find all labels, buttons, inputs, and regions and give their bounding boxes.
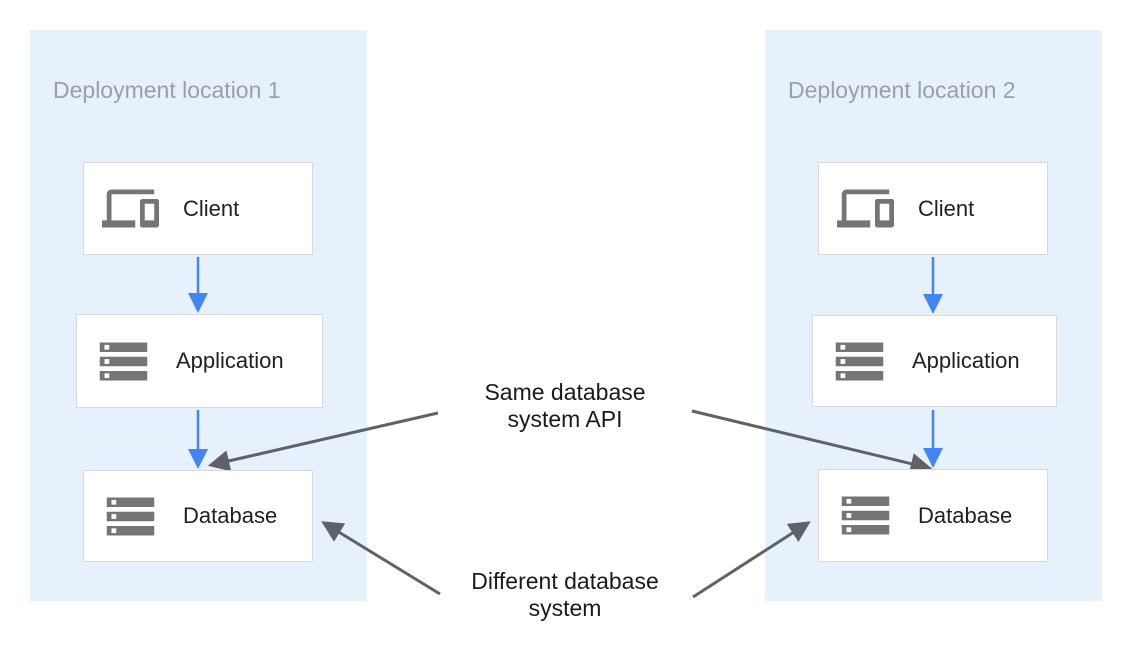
annotation-different-database-system: Different database system <box>471 568 659 622</box>
zone-2-title: Deployment location 2 <box>788 77 1016 103</box>
node-label: Client <box>183 195 240 221</box>
node-application-zone2: Application <box>812 315 1057 407</box>
node-label: Application <box>912 348 1020 373</box>
annotation-same-database-api: Same database system API <box>484 379 645 433</box>
annotation-text-line: system <box>528 595 602 621</box>
storage-icon <box>837 487 894 544</box>
node-application-zone1: Application <box>76 314 323 408</box>
node-label: Client <box>918 195 975 221</box>
node-database-zone1: Database <box>83 470 313 562</box>
node-label: Database <box>918 502 1013 528</box>
node-client-zone1: Client <box>83 162 313 255</box>
annotation-text-line: Different database <box>471 568 659 594</box>
storage-icon <box>831 333 888 390</box>
storage-icon <box>95 333 152 390</box>
devices-icon <box>102 180 159 237</box>
annotation-text-line: system API <box>507 406 623 432</box>
node-client-zone2: Client <box>818 162 1048 255</box>
node-label: Application <box>176 348 284 373</box>
devices-icon <box>837 180 894 237</box>
zone-1-title: Deployment location 1 <box>53 77 281 103</box>
node-label: Database <box>183 503 278 528</box>
annotation-text-line: Same database <box>484 379 646 405</box>
node-database-zone2: Database <box>818 469 1048 562</box>
storage-icon <box>102 488 159 545</box>
